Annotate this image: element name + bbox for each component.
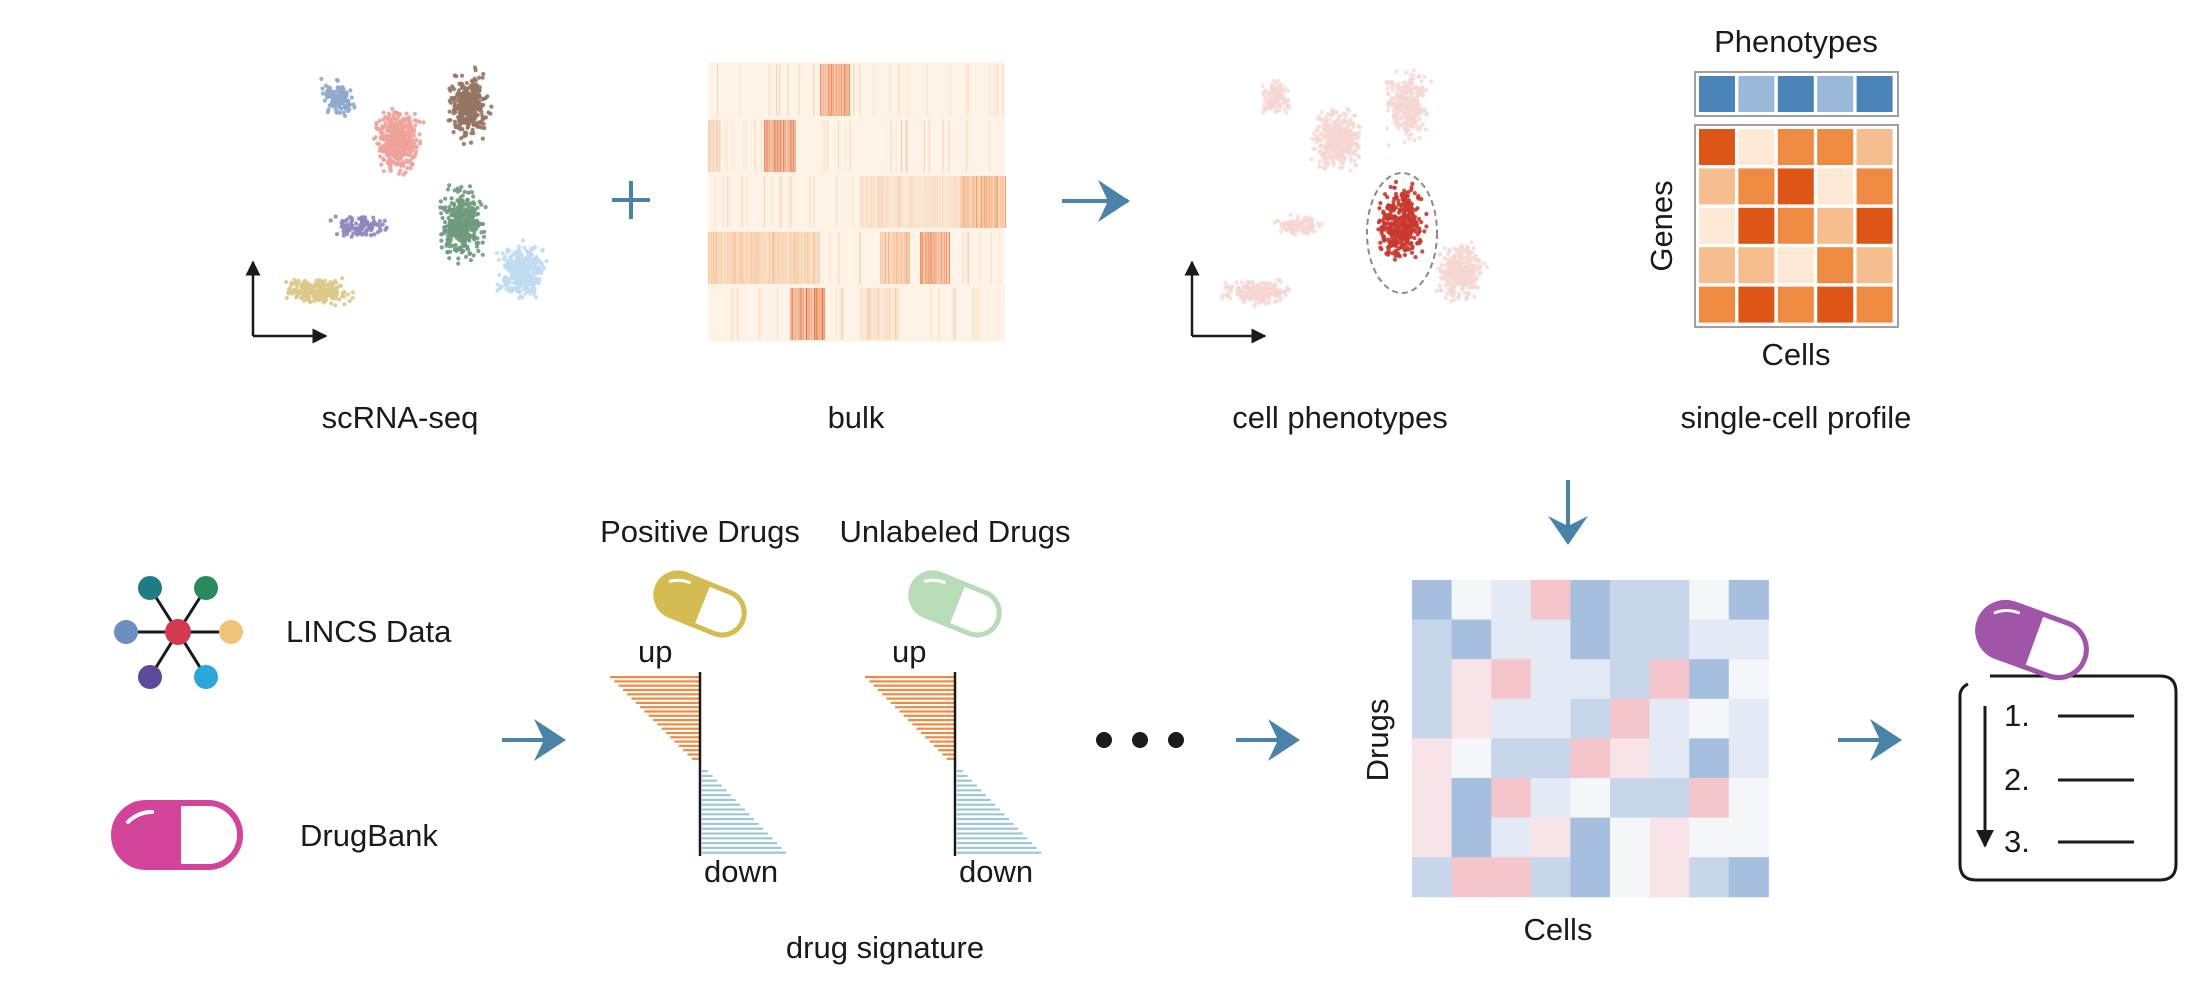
rank-2-label: 2. xyxy=(2004,762,2030,797)
unlabeled-up-label: up xyxy=(892,634,926,669)
unlabeled-drug-capsule-icon xyxy=(908,570,1002,638)
drug-cell-score-heatmap xyxy=(1412,580,1769,898)
drug-signature-label: drug signature xyxy=(786,930,984,965)
single-cell-profile-heatmap xyxy=(1694,124,1899,328)
capsule-icon xyxy=(111,800,243,870)
scrna-umap-plot xyxy=(245,65,549,344)
drugs-axis-label: Drugs xyxy=(1360,699,1395,782)
rank-3-label: 3. xyxy=(2004,824,2030,859)
unlabeled-drugs-label: Unlabeled Drugs xyxy=(840,514,1071,549)
phenotypes-label: Phenotypes xyxy=(1714,24,1878,59)
cells-top-label: Cells xyxy=(1762,337,1831,372)
scrna-label: scRNA-seq xyxy=(322,400,479,435)
positive-down-label: down xyxy=(704,854,778,889)
drugbank-label: DrugBank xyxy=(300,818,438,853)
umap-axes xyxy=(245,260,328,344)
bulk-heatmap xyxy=(708,62,1006,342)
arrow-down-icon xyxy=(1548,480,1588,545)
arrow-icon xyxy=(1236,719,1300,761)
positive-drug-signature-bars xyxy=(610,676,787,854)
cells-bottom-label: Cells xyxy=(1524,912,1593,947)
arrow-icon xyxy=(1062,180,1130,222)
umap-phenotype-clusters xyxy=(1219,68,1490,308)
bulk-label: bulk xyxy=(828,400,885,435)
cell-phenotypes-label: cell phenotypes xyxy=(1232,400,1447,435)
umap-clusters xyxy=(284,65,549,308)
plus-icon xyxy=(612,181,650,219)
rank-1-label: 1. xyxy=(2004,698,2030,733)
ranked-drug-capsule-icon xyxy=(1975,599,2089,681)
selected-cluster-outline xyxy=(1366,172,1438,294)
bulk-expression-bands xyxy=(708,64,1006,340)
network-graph-icon xyxy=(114,576,243,689)
positive-up-label: up xyxy=(638,634,672,669)
umap-axes xyxy=(1184,260,1267,344)
phenotype-bar xyxy=(1694,71,1899,117)
cell-phenotypes-umap xyxy=(1184,68,1490,344)
unlabeled-drug-signature-bars xyxy=(865,676,1042,854)
ranked-list-icon: 1. 2. 3. xyxy=(1958,674,2178,882)
unlabeled-down-label: down xyxy=(959,854,1033,889)
arrow-icon xyxy=(1838,719,1902,761)
arrow-icon xyxy=(502,719,566,761)
ellipsis-icon xyxy=(1096,732,1184,748)
genes-label: Genes xyxy=(1644,180,1679,271)
single-cell-profile-label: single-cell profile xyxy=(1681,400,1912,435)
lincs-label: LINCS Data xyxy=(286,614,452,649)
positive-drug-capsule-icon xyxy=(653,570,747,638)
positive-drugs-label: Positive Drugs xyxy=(600,514,800,549)
